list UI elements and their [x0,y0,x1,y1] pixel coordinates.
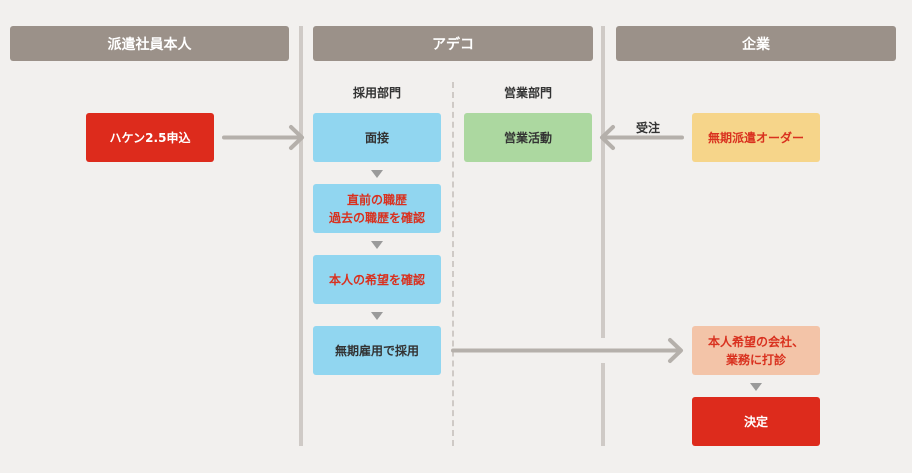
subheader-recruitment: 採用部門 [352,86,401,100]
node-career-check-line1: 直前の職歴 [346,192,407,207]
node-career-check-line2: 過去の職歴を確認 [328,210,425,225]
node-order-label: 無期派遣オーダー [707,130,804,145]
header-dispatch-employee: 派遣社員本人 [10,26,289,61]
node-wishes-check-label: 本人の希望を確認 [328,272,425,287]
edge-label-order-received: 受注 [636,121,661,135]
flow-arrow-down-4 [750,383,762,391]
node-interview: 面接 [313,113,441,162]
node-offer-line1: 本人希望の会社、 [707,334,804,349]
subheader-sales: 営業部門 [503,86,552,100]
arrow-apply-to-interview [222,125,304,150]
flow-arrow-down-2 [371,241,383,249]
node-decision-label: 決定 [743,414,768,429]
lane-separator-right-upper [601,26,605,338]
node-sales-activity-label: 営業活動 [503,130,552,145]
header-company: 企業 [616,26,896,61]
node-hire: 無期雇用で採用 [313,326,441,375]
dept-divider [452,82,454,446]
node-apply-label: ハケン2.5申込 [109,130,191,145]
node-sales-activity: 営業活動 [464,113,592,162]
node-career-check: 直前の職歴 過去の職歴を確認 [313,184,441,233]
node-apply: ハケン2.5申込 [86,113,214,162]
flow-arrow-down-3 [371,312,383,320]
header-company-label: 企業 [742,36,770,53]
node-decision: 決定 [692,397,820,446]
node-interview-label: 面接 [364,130,389,145]
node-order: 無期派遣オーダー [692,113,820,162]
lane-separator-right-lower [601,363,605,446]
header-dispatch-employee-label: 派遣社員本人 [107,36,192,53]
arrow-hire-to-offer [451,338,683,363]
flow-arrow-down-1 [371,170,383,178]
header-adecco: アデコ [313,26,593,61]
node-hire-label: 無期雇用で採用 [334,343,419,358]
node-offer-line2: 業務に打診 [725,352,786,367]
node-offer: 本人希望の会社、 業務に打診 [692,326,820,375]
lane-separator-left [299,26,303,446]
arrow-order-to-sales [600,125,684,150]
header-adecco-label: アデコ [432,36,474,53]
node-wishes-check: 本人の希望を確認 [313,255,441,304]
